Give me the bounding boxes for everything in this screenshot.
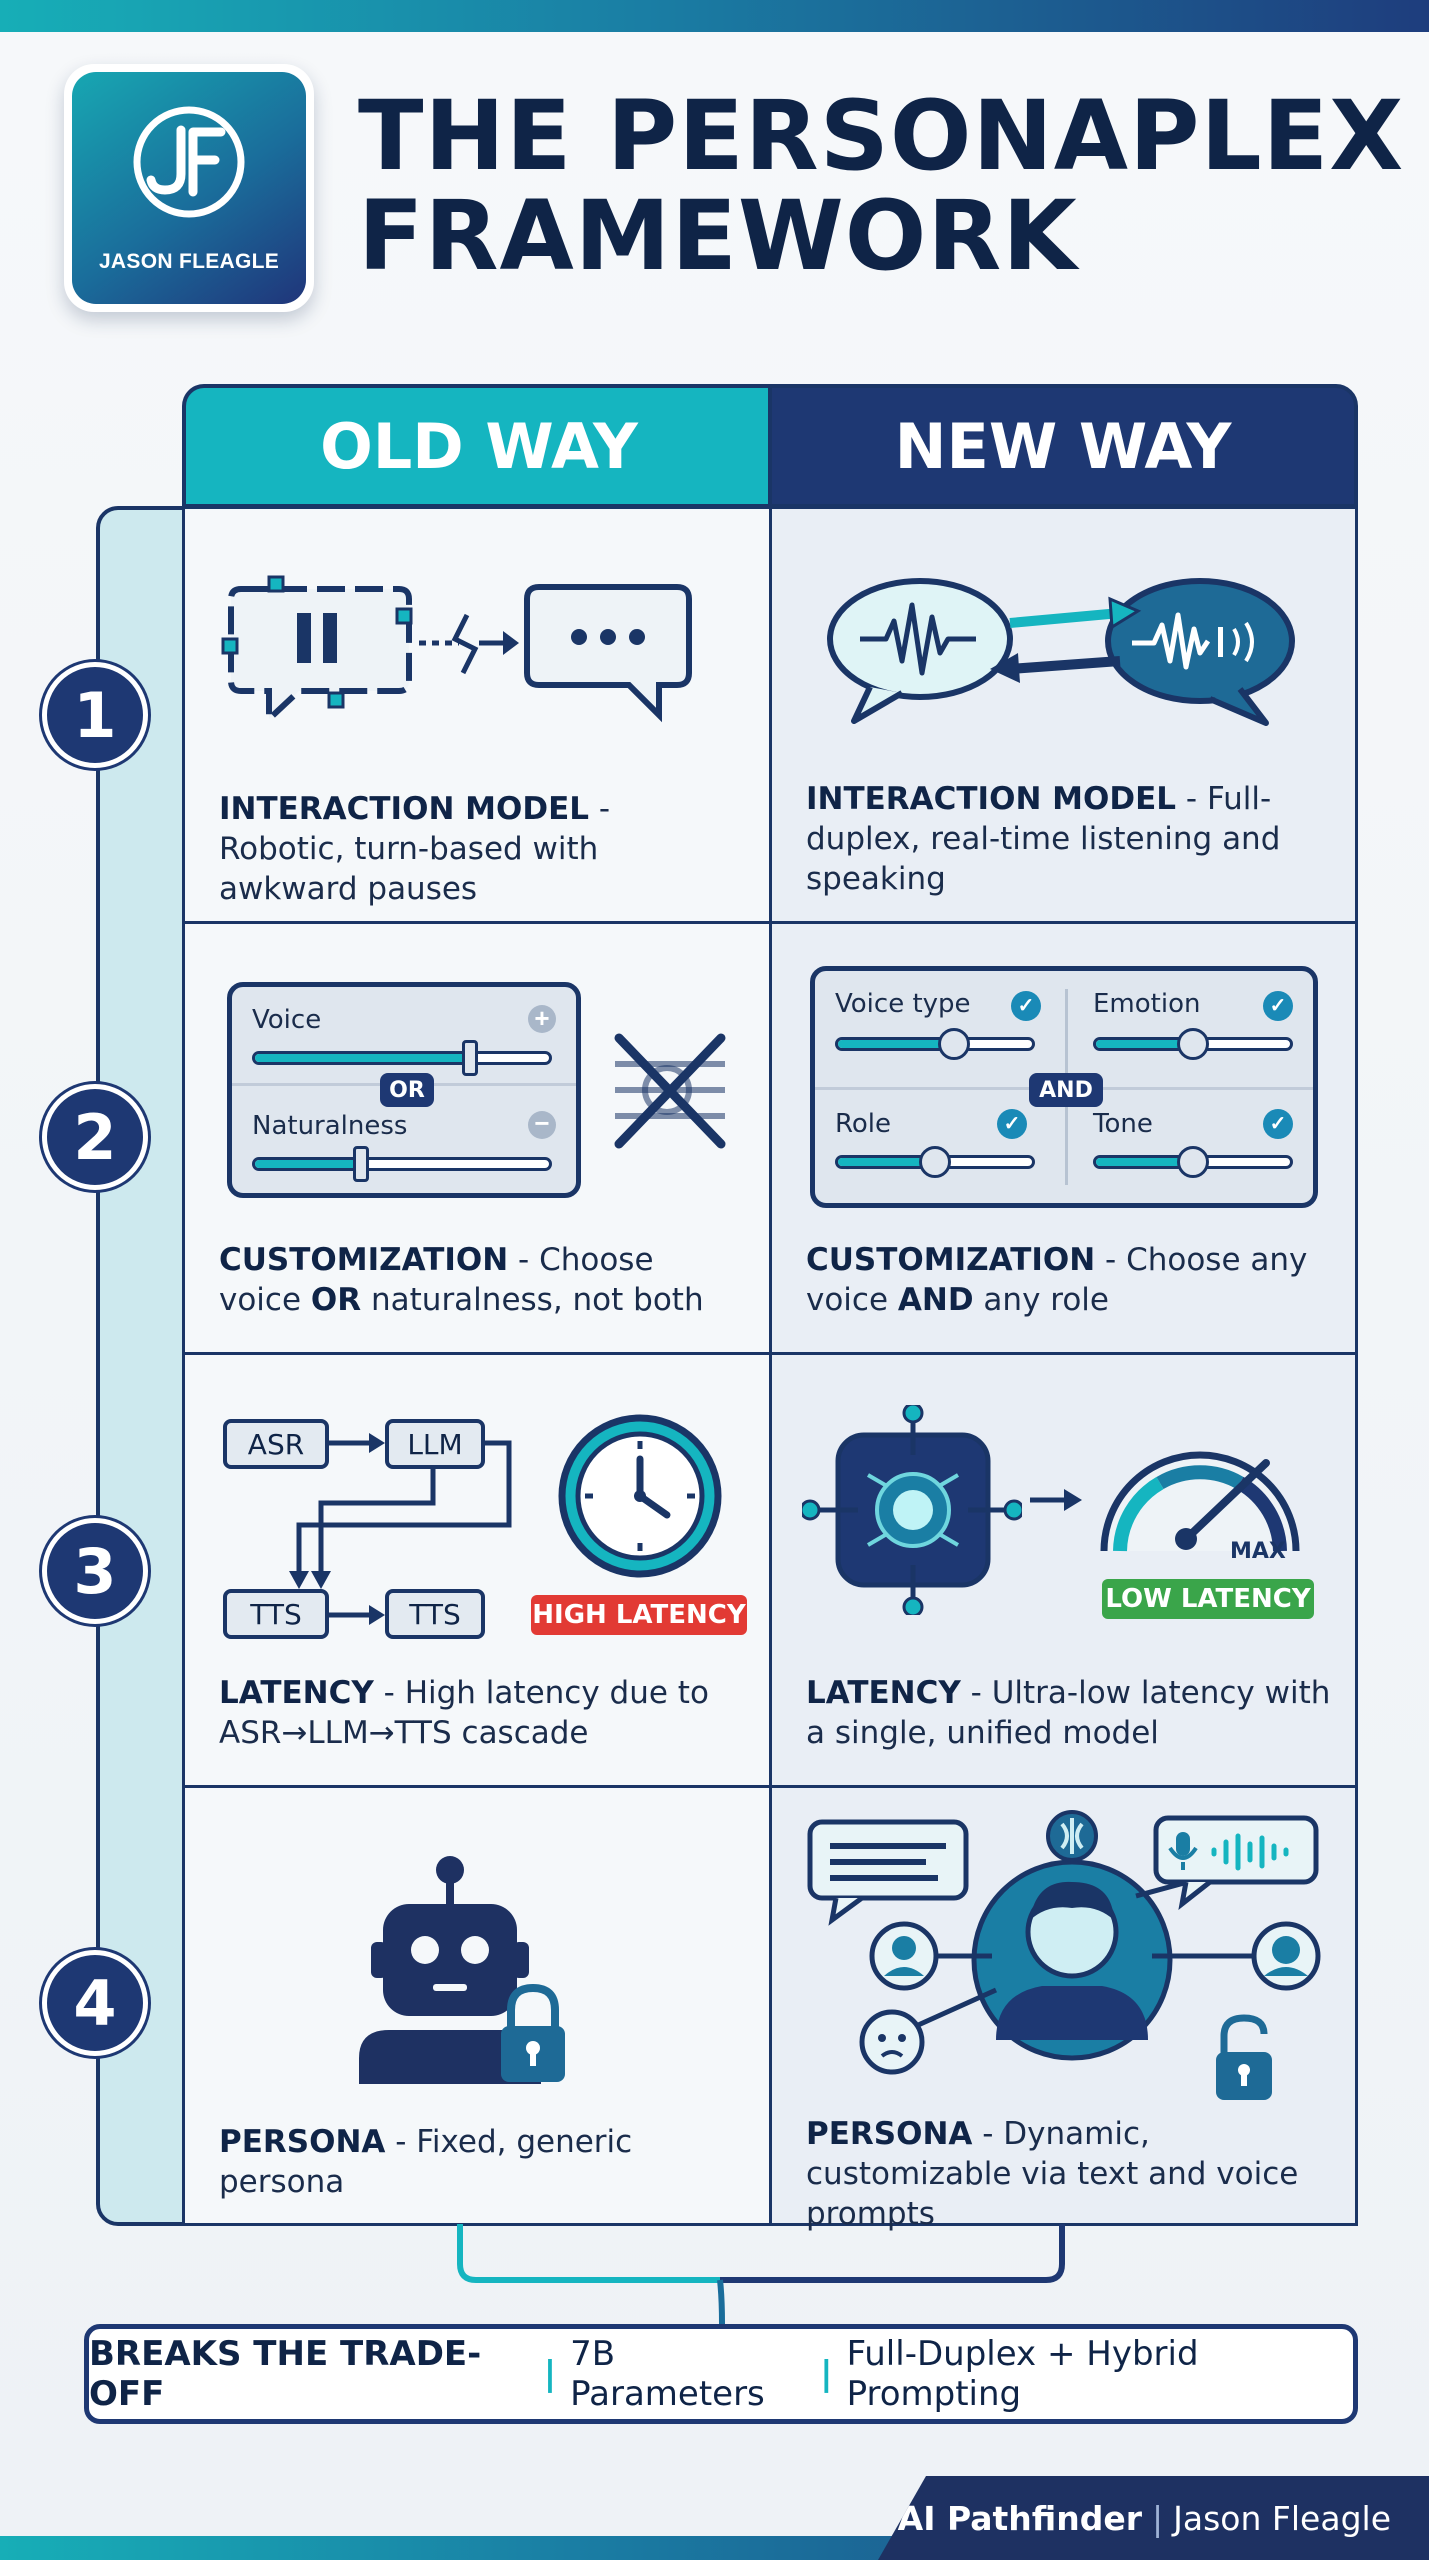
minus-icon: − xyxy=(528,1110,556,1139)
tone-label: Tone xyxy=(1093,1109,1153,1139)
logo-name: JASON FLEAGLE xyxy=(98,250,280,273)
full-duplex-speech-bubbles-icon xyxy=(827,578,1295,726)
row-2-new-cell: Voice type ✓ Emotion ✓ AND Role ✓ Tone ✓… xyxy=(769,921,1358,1355)
footer-credit: AI Pathfinder | Jason Fleagle xyxy=(878,2476,1429,2560)
row-3-new-text: LATENCY - Ultra-low latency with a singl… xyxy=(806,1675,1331,1751)
role-slider-handle[interactable] xyxy=(919,1146,951,1178)
banner-separator: | xyxy=(543,2354,557,2394)
voice-type-label: Voice type xyxy=(835,989,971,1019)
old-way-header: OLD WAY xyxy=(182,384,772,508)
plus-icon: + xyxy=(528,1005,556,1033)
row-3-old-text: LATENCY - High latency due to ASR→LLM→TT… xyxy=(219,1675,709,1751)
naturalness-slider-handle[interactable] xyxy=(353,1146,369,1182)
unified-model-chip-icon xyxy=(802,1405,1022,1615)
high-latency-badge: HIGH LATENCY xyxy=(531,1595,747,1635)
clock-icon xyxy=(558,1414,722,1578)
row-2-number-badge: 2 xyxy=(42,1084,148,1190)
voice-type-slider-handle[interactable] xyxy=(938,1028,970,1060)
row-2-old-cell: Voice + OR Naturalness − CUSTOMIZATION -… xyxy=(182,921,772,1355)
robot-icon xyxy=(359,1856,565,2084)
jf-monogram-icon xyxy=(133,106,245,218)
jason-fleagle-logo: JASON FLEAGLE xyxy=(64,64,314,312)
tone-check-icon: ✓ xyxy=(1263,1109,1293,1139)
row-1-old-cell: INTERACTION MODEL - Robotic, turn-based … xyxy=(182,506,772,924)
banner-parameters: 7B Parameters xyxy=(570,2334,765,2414)
title-line-1: THE PERSONAPLEX xyxy=(358,80,1405,192)
footer-brand: AI Pathfinder xyxy=(897,2498,1143,2538)
row-4-old-text: PERSONA - Fixed, generic persona xyxy=(219,2124,633,2200)
voice-or-naturalness-panel: Voice + OR Naturalness − xyxy=(227,982,581,1198)
row-1-number-badge: 1 xyxy=(42,662,148,768)
naturalness-slider-label: Naturalness xyxy=(252,1111,408,1141)
cascade-pipeline-diagram: ASR LLM TTS TTS xyxy=(223,1405,519,1639)
llm-box: LLM xyxy=(385,1419,485,1469)
low-latency-badge: LOW LATENCY xyxy=(1102,1579,1314,1619)
tone-slider[interactable] xyxy=(1093,1146,1293,1178)
row-1-new-text: INTERACTION MODEL - Full-duplex, real-ti… xyxy=(806,781,1281,897)
summary-bracket-connector xyxy=(457,2224,1065,2325)
emotion-slider[interactable] xyxy=(1093,1028,1293,1060)
arrow-right-icon xyxy=(1030,1489,1082,1511)
crossed-out-sliders-icon xyxy=(614,1033,726,1149)
emotion-label: Emotion xyxy=(1093,989,1201,1019)
emotion-slider-handle[interactable] xyxy=(1177,1028,1209,1060)
tts-box-2: TTS xyxy=(385,1589,485,1639)
footer-author: Jason Fleagle xyxy=(1173,2498,1391,2538)
speed-gauge-icon xyxy=(1100,1451,1300,1552)
voice-slider-label: Voice xyxy=(252,1005,322,1035)
role-slider[interactable] xyxy=(835,1146,1035,1178)
row-1-old-text: INTERACTION MODEL - Robotic, turn-based … xyxy=(219,791,611,907)
voice-and-role-panel: Voice type ✓ Emotion ✓ AND Role ✓ Tone ✓ xyxy=(810,966,1318,1208)
paused-speech-bubbles-icon xyxy=(221,575,692,726)
gauge-max-label: MAX xyxy=(1230,1539,1286,1564)
row-4-old-cell: PERSONA - Fixed, generic persona xyxy=(182,1785,772,2226)
role-label: Role xyxy=(835,1109,892,1139)
role-check-icon: ✓ xyxy=(997,1109,1027,1139)
voice-slider-handle[interactable] xyxy=(462,1040,478,1076)
title-line-2: FRAMEWORK xyxy=(358,180,1078,292)
page-title: THE PERSONAPLEX FRAMEWORK xyxy=(358,86,1408,286)
top-accent-bar xyxy=(0,0,1429,32)
new-way-header: NEW WAY xyxy=(768,384,1358,508)
summary-banner: BREAKS THE TRADE-OFF | 7B Parameters | F… xyxy=(84,2324,1358,2424)
pipeline-arrows-icon xyxy=(289,1433,512,1625)
banner-capabilities: Full-Duplex + Hybrid Prompting xyxy=(846,2334,1199,2414)
dynamic-persona-network-icon xyxy=(807,1810,1321,2100)
asr-box: ASR xyxy=(223,1419,329,1469)
tts-box-1: TTS xyxy=(223,1589,329,1639)
row-3-number-badge: 3 xyxy=(42,1518,148,1624)
tone-slider-handle[interactable] xyxy=(1177,1146,1209,1178)
row-1-new-cell: INTERACTION MODEL - Full-duplex, real-ti… xyxy=(769,506,1358,924)
row-2-old-text: CUSTOMIZATION - Choose voice OR naturaln… xyxy=(219,1242,704,1318)
emotion-check-icon: ✓ xyxy=(1263,991,1293,1021)
banner-headline: BREAKS THE TRADE-OFF xyxy=(89,2334,482,2414)
voice-type-slider[interactable] xyxy=(835,1028,1035,1060)
footer-separator: | xyxy=(1152,2498,1164,2538)
voice-slider[interactable] xyxy=(252,1040,552,1076)
voice-type-check-icon: ✓ xyxy=(1011,991,1041,1021)
and-badge: AND xyxy=(1029,1073,1103,1107)
naturalness-slider[interactable] xyxy=(252,1146,552,1182)
row-4-new-cell: PERSONA - Dynamic, customizable via text… xyxy=(769,1785,1358,2232)
row-3-new-cell: MAX LOW LATENCY LATENCY - Ultra-low late… xyxy=(769,1352,1358,1788)
row-3-old-cell: ASR LLM TTS TTS HIGH LATENCY LATENCY - H… xyxy=(182,1352,772,1788)
row-4-new-text: PERSONA - Dynamic, customizable via text… xyxy=(806,2116,1299,2232)
or-badge: OR xyxy=(380,1073,434,1107)
row-2-new-text: CUSTOMIZATION - Choose any voice AND any… xyxy=(806,1242,1308,1318)
row-4-number-badge: 4 xyxy=(42,1950,148,2056)
banner-separator: | xyxy=(820,2354,833,2394)
